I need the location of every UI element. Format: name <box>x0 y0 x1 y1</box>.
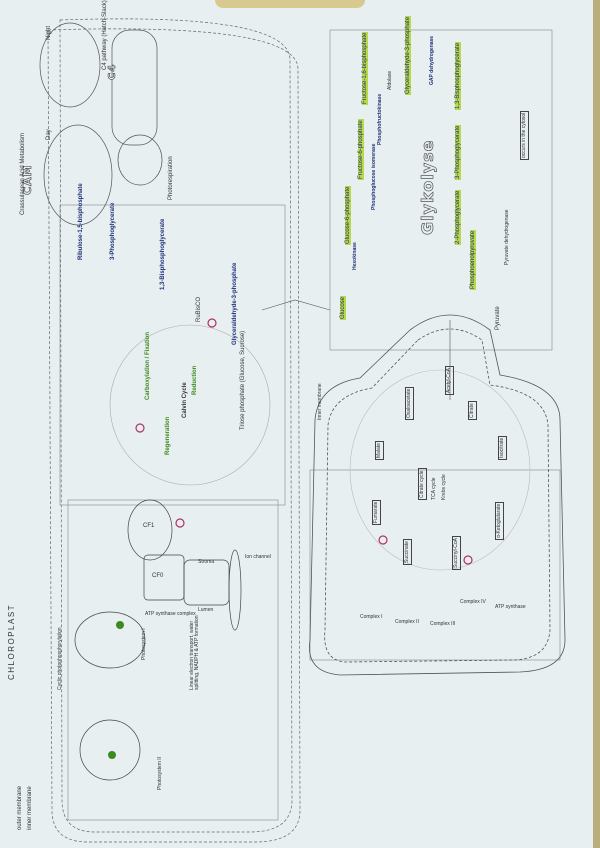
calvin-compound-4: Glyceraldehyde-3-phosphate <box>232 262 238 345</box>
glycolysis-enzyme-3: Phosphofructokinase <box>377 93 383 145</box>
glycolysis-enzyme-4: Aldolase <box>387 70 393 90</box>
tca-citrate: Citrate <box>468 401 478 420</box>
etc-atp-synthase: ATP synthase <box>495 604 526 610</box>
photosystem-1-label: Photosystem I <box>141 628 147 660</box>
glycolysis-step-5: Glyceraldehyde-3-phosphate <box>405 15 412 95</box>
ion-channel-label: Ion channel <box>245 554 271 560</box>
etc-complex-1: Complex I <box>360 614 383 620</box>
calvin-phase-regeneration: Regeneration <box>165 416 171 455</box>
outer-membrane-label: outer membrane <box>17 785 23 830</box>
cam-night-label: Night <box>46 25 52 40</box>
calvin-output-note: Triose phosphate (Glucose, Sucrose) <box>240 330 246 430</box>
pyruvate-dehydrogenase-label: Pyruvate dehydrogenase <box>504 209 510 265</box>
lumen-label: Lumen <box>198 607 214 613</box>
cf0-label: CF0 <box>152 573 164 579</box>
etc-complex-4: Complex IV <box>460 599 486 605</box>
calvin-compound-1: Ribulose-1,5-bisphosphate <box>78 183 84 260</box>
cycle-center-3: Krebs cycle <box>441 474 447 500</box>
light-reaction-notes: Linear electron transport, water splitti… <box>189 615 201 690</box>
tca-isocitrate: Isocitrate <box>498 435 508 460</box>
glycolysis-step-8: 2-Phosphoglycerate <box>455 189 462 245</box>
glycolysis-enzyme-1: Hexokinase <box>352 242 358 270</box>
glycolysis-step-1: Glucose <box>340 295 347 320</box>
cam-day-label: Day <box>46 129 52 140</box>
chloroplast-title: CHLOROPLAST <box>7 603 16 680</box>
calvin-phase-fixation: Carboxylation / Fixation <box>145 331 151 400</box>
photorespiration-label: Photorespiration <box>168 156 174 200</box>
glycolysis-step-9: Phosphoenolpyruvate <box>470 229 477 290</box>
glycolysis-step-7: 3-Phosphoglycerate <box>455 124 462 180</box>
cycle-center-2: TCA cycle <box>431 477 437 500</box>
glycolysis-enzyme-2: Phosphoglucose isomerase <box>371 143 377 210</box>
cyclic-photophosphorylation-label: Cyclic photophosphorylation <box>57 627 63 690</box>
etc-complex-2: Complex II <box>395 619 419 625</box>
stroma-label: Stroma <box>198 559 215 565</box>
tca-succinate: Succinate <box>403 539 413 565</box>
mitochondrion-membrane-label: Inner membrane <box>317 383 323 420</box>
glycolysis-step-10: Pyruvate <box>495 306 501 330</box>
rubisco-label: RuBisCO <box>196 296 202 322</box>
tca-acetyl-coa: Acetyl-CoA <box>445 365 455 395</box>
calvin-phase-reduction: Reduction <box>192 365 198 395</box>
tca-alpha-ketoglutarate: α-Ketoglutarate <box>495 501 505 540</box>
glycolysis-enzyme-6: GAP dehydrogenase <box>429 35 435 85</box>
glycolysis-step-4: Fructose-1,6-bisphosphate <box>362 31 369 105</box>
glycolysis-title: Glykolyse <box>418 139 438 235</box>
atp-synthase-label: ATP synthase complex <box>145 611 196 617</box>
glycolysis-step-3: Fructose-6-phosphate <box>358 119 365 180</box>
tca-oxaloacetate: Oxaloacetate <box>405 386 415 420</box>
paper-tab <box>215 0 365 8</box>
calvin-cycle-title: Calvin Cycle <box>182 382 188 418</box>
etc-complex-3: Complex III <box>430 621 456 627</box>
tca-malate: Malate <box>375 440 385 460</box>
glycolysis-step-2: Glucose-6-phosphate <box>345 185 352 245</box>
right-panel <box>300 0 593 848</box>
tca-fumarate: Fumarate <box>372 499 382 525</box>
glycolysis-location-note: occurs in the cytosol <box>520 110 530 160</box>
c4-title: C4 <box>107 63 119 80</box>
cycle-center-1: Citrate cycle <box>418 468 428 500</box>
c4-label: C4 pathway (Hatch-Slack) <box>102 0 108 70</box>
tca-succinyl-coa: Succinyl-CoA <box>452 535 462 570</box>
inner-membrane-label: inner membrane <box>27 786 33 830</box>
photosystem-2-label: Photosystem II <box>157 756 163 790</box>
cam-subtitle: Crassulacean Acid Metabolism <box>20 132 26 215</box>
cf1-label: CF1 <box>143 523 155 529</box>
glycolysis-step-6: 1,3-Bisphosphoglycerate <box>455 41 462 110</box>
calvin-compound-3: 1,3-Bisphosphoglycerate <box>160 218 166 290</box>
calvin-compound-2: 3-Phosphoglycerate <box>110 202 116 260</box>
